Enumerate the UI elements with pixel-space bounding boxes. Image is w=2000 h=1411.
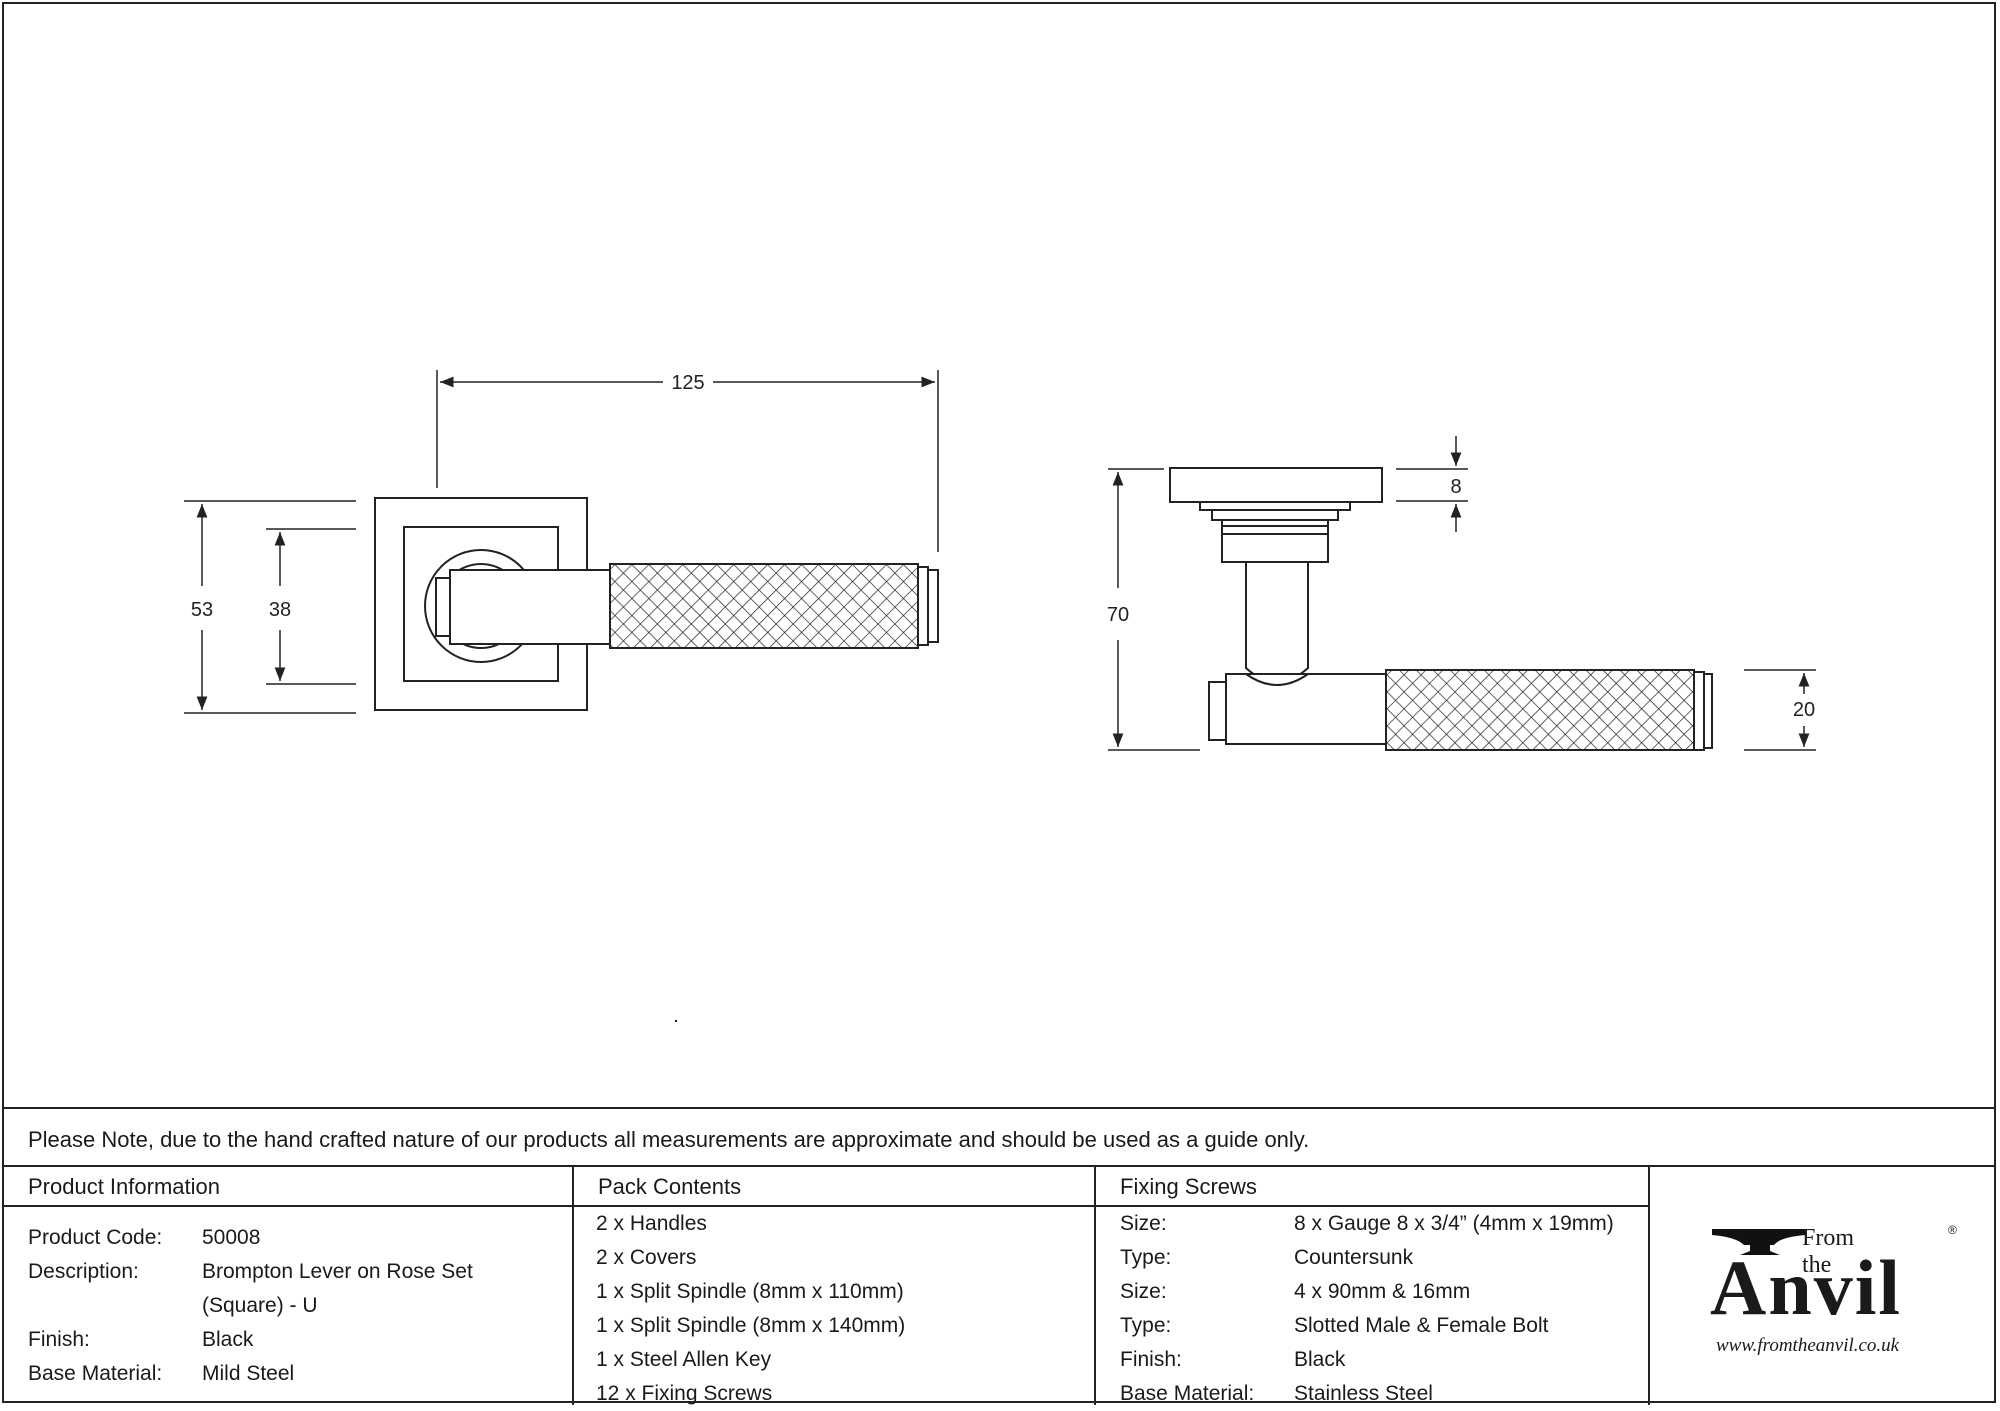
row-value: 4 x 90mm & 16mm	[1294, 1280, 1471, 1303]
product-information-panel: Product Information Product Code: 50008 D…	[4, 1165, 574, 1405]
row-key: Product Code:	[28, 1226, 163, 1249]
brand-logo-panel: From the ® Anvil www.fromtheanvil.co.uk	[1650, 1165, 1994, 1405]
dim-label-projection: 70	[1107, 604, 1129, 626]
row-value: Countersunk	[1294, 1246, 1414, 1269]
measurement-note: Please Note, due to the hand crafted nat…	[4, 1107, 1994, 1167]
pack-item: 12 x Fixing Screws	[596, 1382, 773, 1405]
side-lever-end-tip	[1703, 673, 1713, 749]
logo-registered-mark: ®	[1948, 1223, 1957, 1237]
front-dimensions	[184, 370, 939, 714]
side-view	[1169, 467, 1713, 751]
row-value: Stainless Steel	[1294, 1382, 1433, 1405]
dim-label-rose-outer: 53	[191, 599, 213, 621]
side-lever-end-cap	[1693, 671, 1705, 751]
dim-label-rose-thickness: 8	[1450, 476, 1461, 498]
lever-shank	[449, 569, 611, 645]
row-key: Description:	[28, 1260, 139, 1283]
fixing-screws-panel: Fixing Screws Size: 8 x Gauge 8 x 3/4” (4…	[1096, 1165, 1650, 1405]
row-key: Type:	[1120, 1314, 1172, 1337]
fixing-screws-heading: Fixing Screws	[1096, 1165, 1648, 1207]
logo-website-url: www.fromtheanvil.co.uk	[1716, 1335, 1900, 1356]
side-rose-step-4	[1221, 525, 1329, 535]
row-value: Mild Steel	[202, 1362, 295, 1385]
description-row: Description: Brompton Lever on Rose Set	[4, 1255, 572, 1289]
side-lever-body	[1225, 673, 1387, 745]
side-rose-step-2	[1211, 509, 1339, 521]
logo-from-the: From the	[1802, 1225, 1855, 1278]
pack-contents-heading: Pack Contents	[574, 1165, 1094, 1207]
dim-label-lever-diameter: 20	[1793, 699, 1815, 721]
base-material-row: Base Material: Mild Steel	[4, 1357, 572, 1391]
row-value: Black	[1294, 1348, 1346, 1371]
dim-label-width: 125	[671, 372, 704, 394]
pack-item: 2 x Covers	[596, 1246, 697, 1269]
row-key: Type:	[1120, 1246, 1172, 1269]
row-key: Base Material:	[28, 1362, 163, 1385]
dim-label-rose-inner: 38	[269, 599, 291, 621]
row-key: Size:	[1120, 1212, 1167, 1235]
finish-row: Finish: Black	[4, 1323, 572, 1357]
side-neck	[1245, 562, 1309, 683]
row-key: Finish:	[28, 1328, 90, 1351]
side-rose-step-3	[1221, 519, 1329, 563]
lever-end-tip	[927, 569, 939, 643]
screw-spec-row: Size: 8 x Gauge 8 x 3/4” (4mm x 19mm)	[1096, 1207, 1648, 1241]
row-value: 8 x Gauge 8 x 3/4” (4mm x 19mm)	[1294, 1212, 1614, 1235]
lever-knurled-grip	[609, 563, 919, 649]
screw-spec-row: Base Material: Stainless Steel	[1096, 1377, 1648, 1411]
anvil-icon	[1712, 1229, 1806, 1255]
product-information-heading: Product Information	[4, 1165, 572, 1207]
logo-anvil-wordmark: Anvil	[1710, 1244, 1903, 1331]
pack-item: 2 x Handles	[596, 1212, 707, 1235]
description-row-cont: (Square) - U	[4, 1289, 572, 1323]
product-code-row: Product Code: 50008	[4, 1221, 572, 1255]
row-value: Slotted Male & Female Bolt	[1294, 1314, 1549, 1337]
side-rose-step-1	[1199, 501, 1351, 511]
row-value: Black	[202, 1328, 254, 1351]
pack-contents-panel: Pack Contents 2 x Handles 2 x Covers 1 x…	[574, 1165, 1096, 1405]
lever-end-cap	[917, 566, 929, 646]
row-key: Size:	[1120, 1280, 1167, 1303]
pack-item: 1 x Split Spindle (8mm x 140mm)	[596, 1314, 906, 1337]
front-view	[374, 497, 939, 711]
row-value: 50008	[202, 1226, 261, 1249]
screw-spec-row: Finish: Black	[1096, 1343, 1648, 1377]
side-lever-collar	[1208, 681, 1227, 741]
screw-spec-row: Type: Countersunk	[1096, 1241, 1648, 1275]
pack-item: 1 x Steel Allen Key	[596, 1348, 772, 1371]
pack-item: 1 x Split Spindle (8mm x 110mm)	[596, 1280, 904, 1303]
row-key: Finish:	[1120, 1348, 1182, 1371]
side-dimensions	[1108, 436, 1816, 751]
screw-spec-row: Type: Slotted Male & Female Bolt	[1096, 1309, 1648, 1343]
screw-spec-row: Size: 4 x 90mm & 16mm	[1096, 1275, 1648, 1309]
row-value: (Square) - U	[202, 1294, 318, 1317]
technical-drawing: 125 53 38	[184, 370, 1816, 1023]
row-value: Brompton Lever on Rose Set	[202, 1260, 473, 1283]
side-lever-knurled-grip	[1385, 669, 1695, 751]
side-rose-plate	[1169, 467, 1383, 503]
row-key: Base Material:	[1120, 1382, 1255, 1405]
